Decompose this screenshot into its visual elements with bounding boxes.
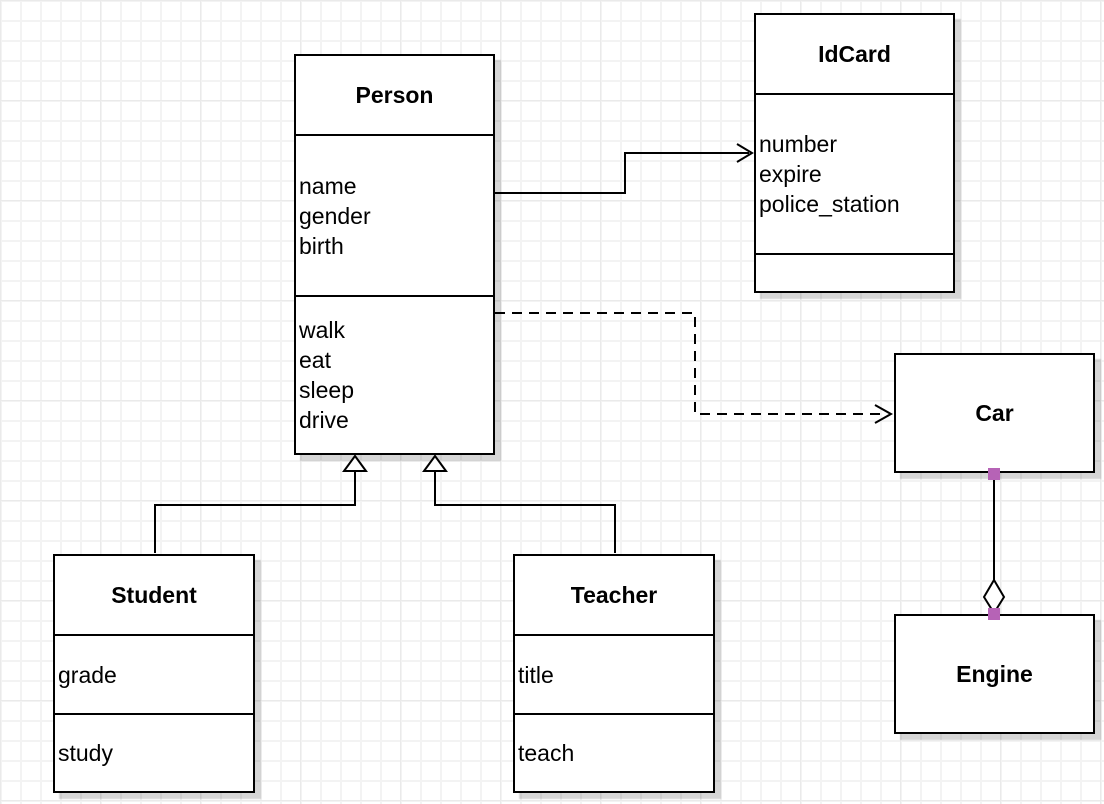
attribute: expire [759,161,822,187]
class-engine-title: Engine [956,660,1033,687]
edge-line[interactable] [495,312,887,415]
edge-line[interactable] [154,471,356,553]
attribute: number [759,131,837,157]
open-arrowhead-icon[interactable] [874,404,894,424]
class-teacher[interactable]: Teacher title teach [513,554,715,793]
class-student-methods-section: study [55,715,253,791]
hollow-triangle-icon[interactable] [422,454,448,472]
class-person-attributes-section: name gender birth [296,136,493,297]
edge-association-person-idcard[interactable] [495,143,754,194]
attribute: name [299,172,357,199]
connection-point-handle[interactable] [988,608,1000,620]
method: sleep [299,377,354,403]
attribute: grade [58,661,117,688]
attribute: birth [299,232,344,259]
method: teach [518,740,575,766]
edge-dependency-person-car[interactable] [495,312,894,424]
edge-generalization-teacher-person[interactable] [422,454,616,553]
method: eat [299,347,331,373]
class-teacher-attributes-section: title [515,636,713,715]
attribute: title [518,661,554,688]
class-idcard-title: IdCard [756,15,953,95]
hollow-triangle-icon[interactable] [342,454,368,472]
class-student-attributes-section: grade [55,636,253,715]
method: study [58,740,113,766]
class-student[interactable]: Student grade study [53,554,255,793]
class-person-methods-section: walk eat sleep drive [296,297,493,453]
class-engine[interactable]: Engine [894,614,1095,734]
class-person[interactable]: Person name gender birth walk eat sleep … [294,54,495,455]
edge-generalization-student-person[interactable] [154,454,368,553]
class-idcard[interactable]: IdCard number expire police_station [754,13,955,293]
edge-line[interactable] [434,471,616,553]
method: drive [299,407,349,433]
class-car-title: Car [975,399,1014,426]
class-person-title: Person [296,56,493,136]
edge-aggregation-car-engine[interactable] [982,468,1006,620]
connection-point-handle[interactable] [988,468,1000,480]
class-idcard-methods-section [756,255,953,291]
edge-line[interactable] [495,152,749,194]
attribute: gender [299,202,371,229]
attribute: police_station [759,191,900,217]
open-arrowhead-icon[interactable] [736,143,754,163]
class-student-title: Student [55,556,253,636]
class-teacher-methods-section: teach [515,715,713,791]
method: walk [299,317,346,343]
class-car[interactable]: Car [894,353,1095,473]
class-teacher-title: Teacher [515,556,713,636]
class-idcard-attributes-section: number expire police_station [756,95,953,255]
